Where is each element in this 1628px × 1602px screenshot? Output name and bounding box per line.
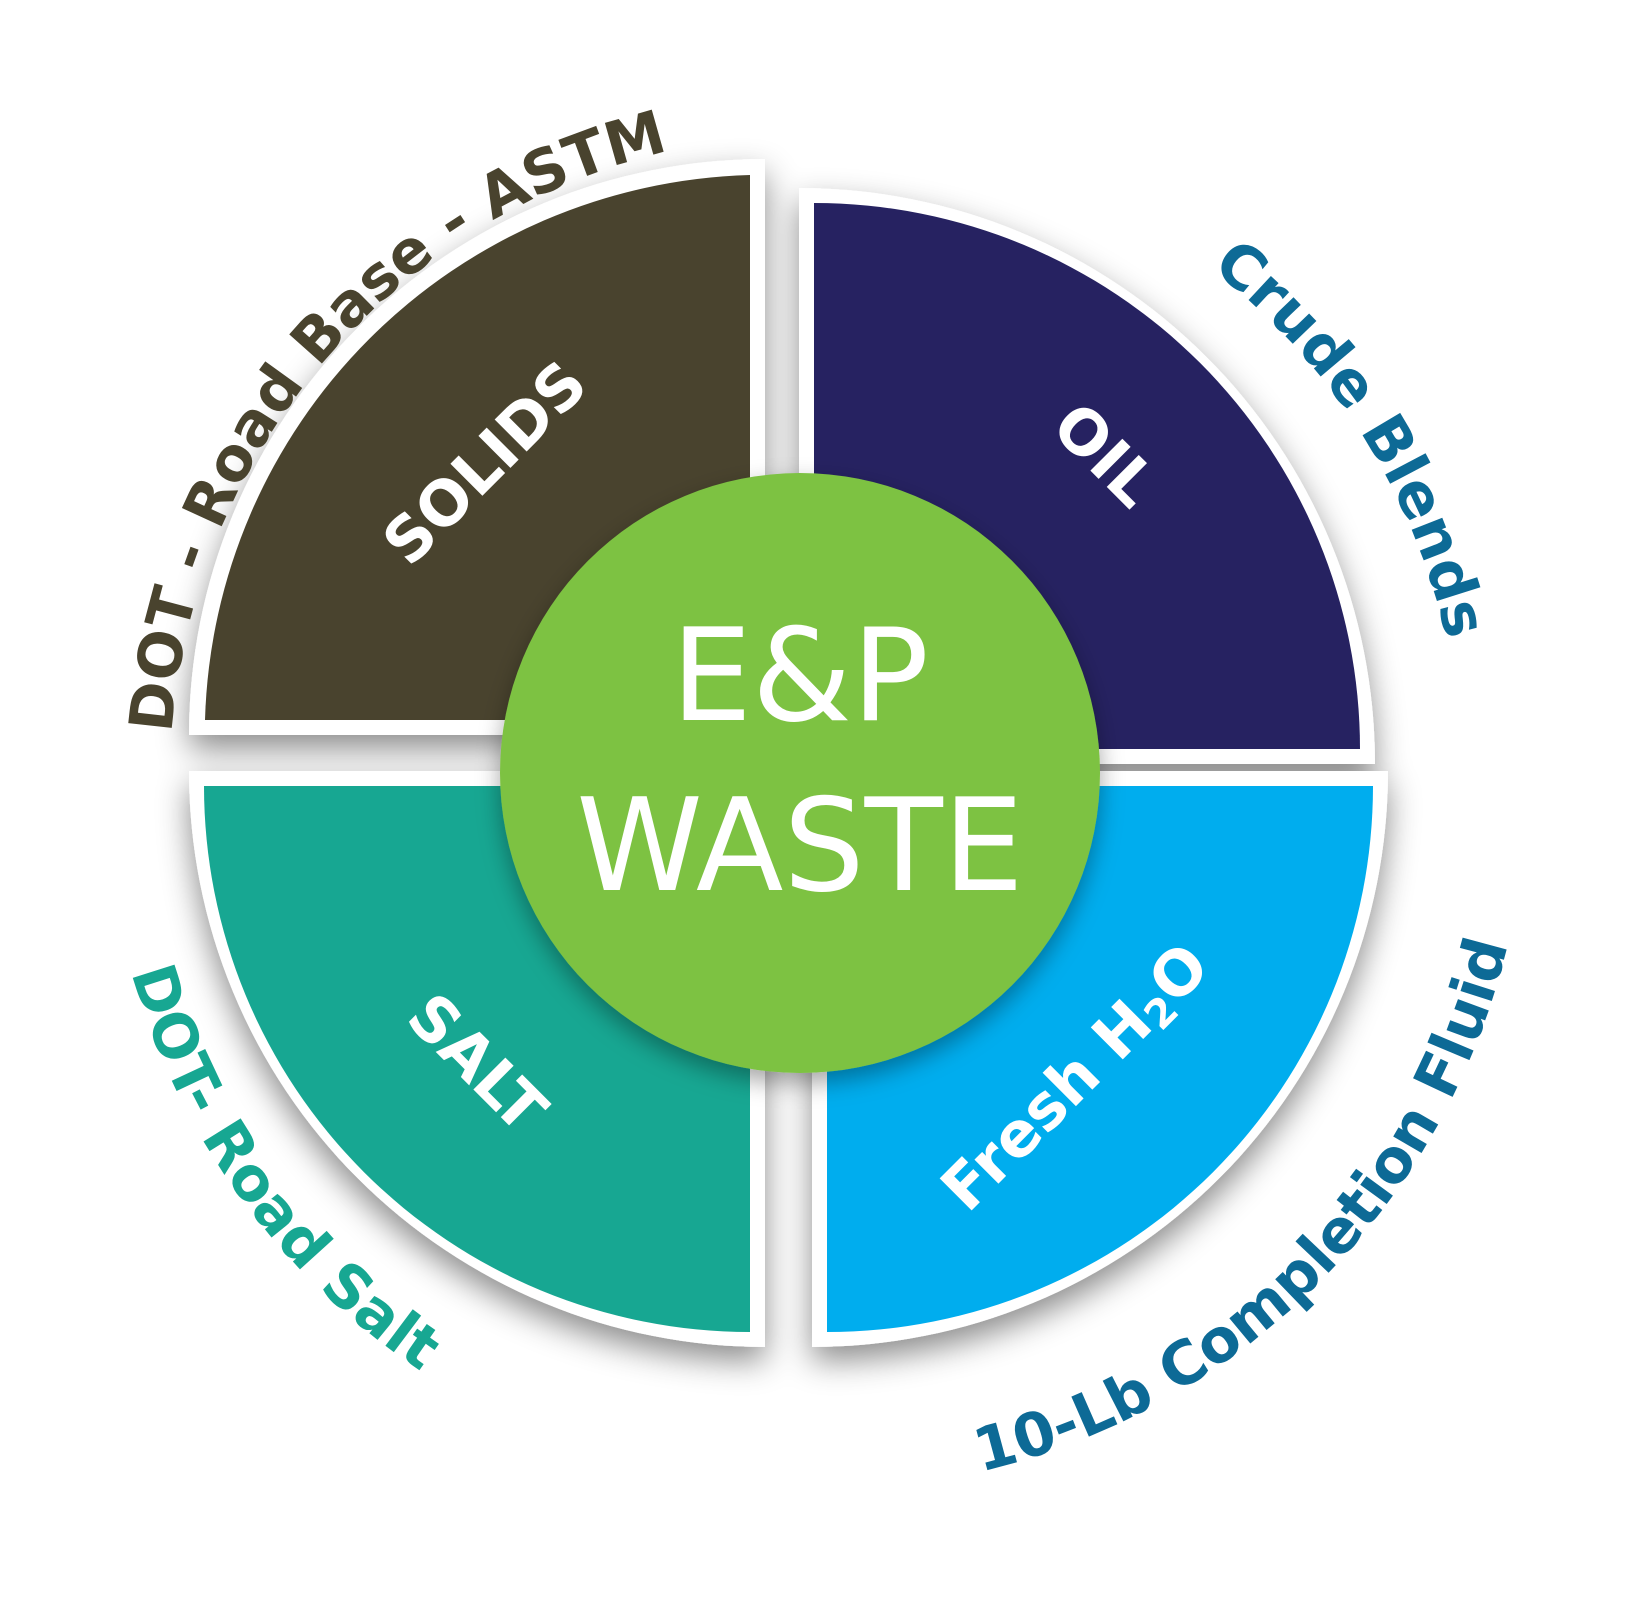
center-title-line1: E&P <box>671 602 929 751</box>
center-title-line2: WASTE <box>576 772 1023 921</box>
center-circle <box>500 473 1100 1073</box>
